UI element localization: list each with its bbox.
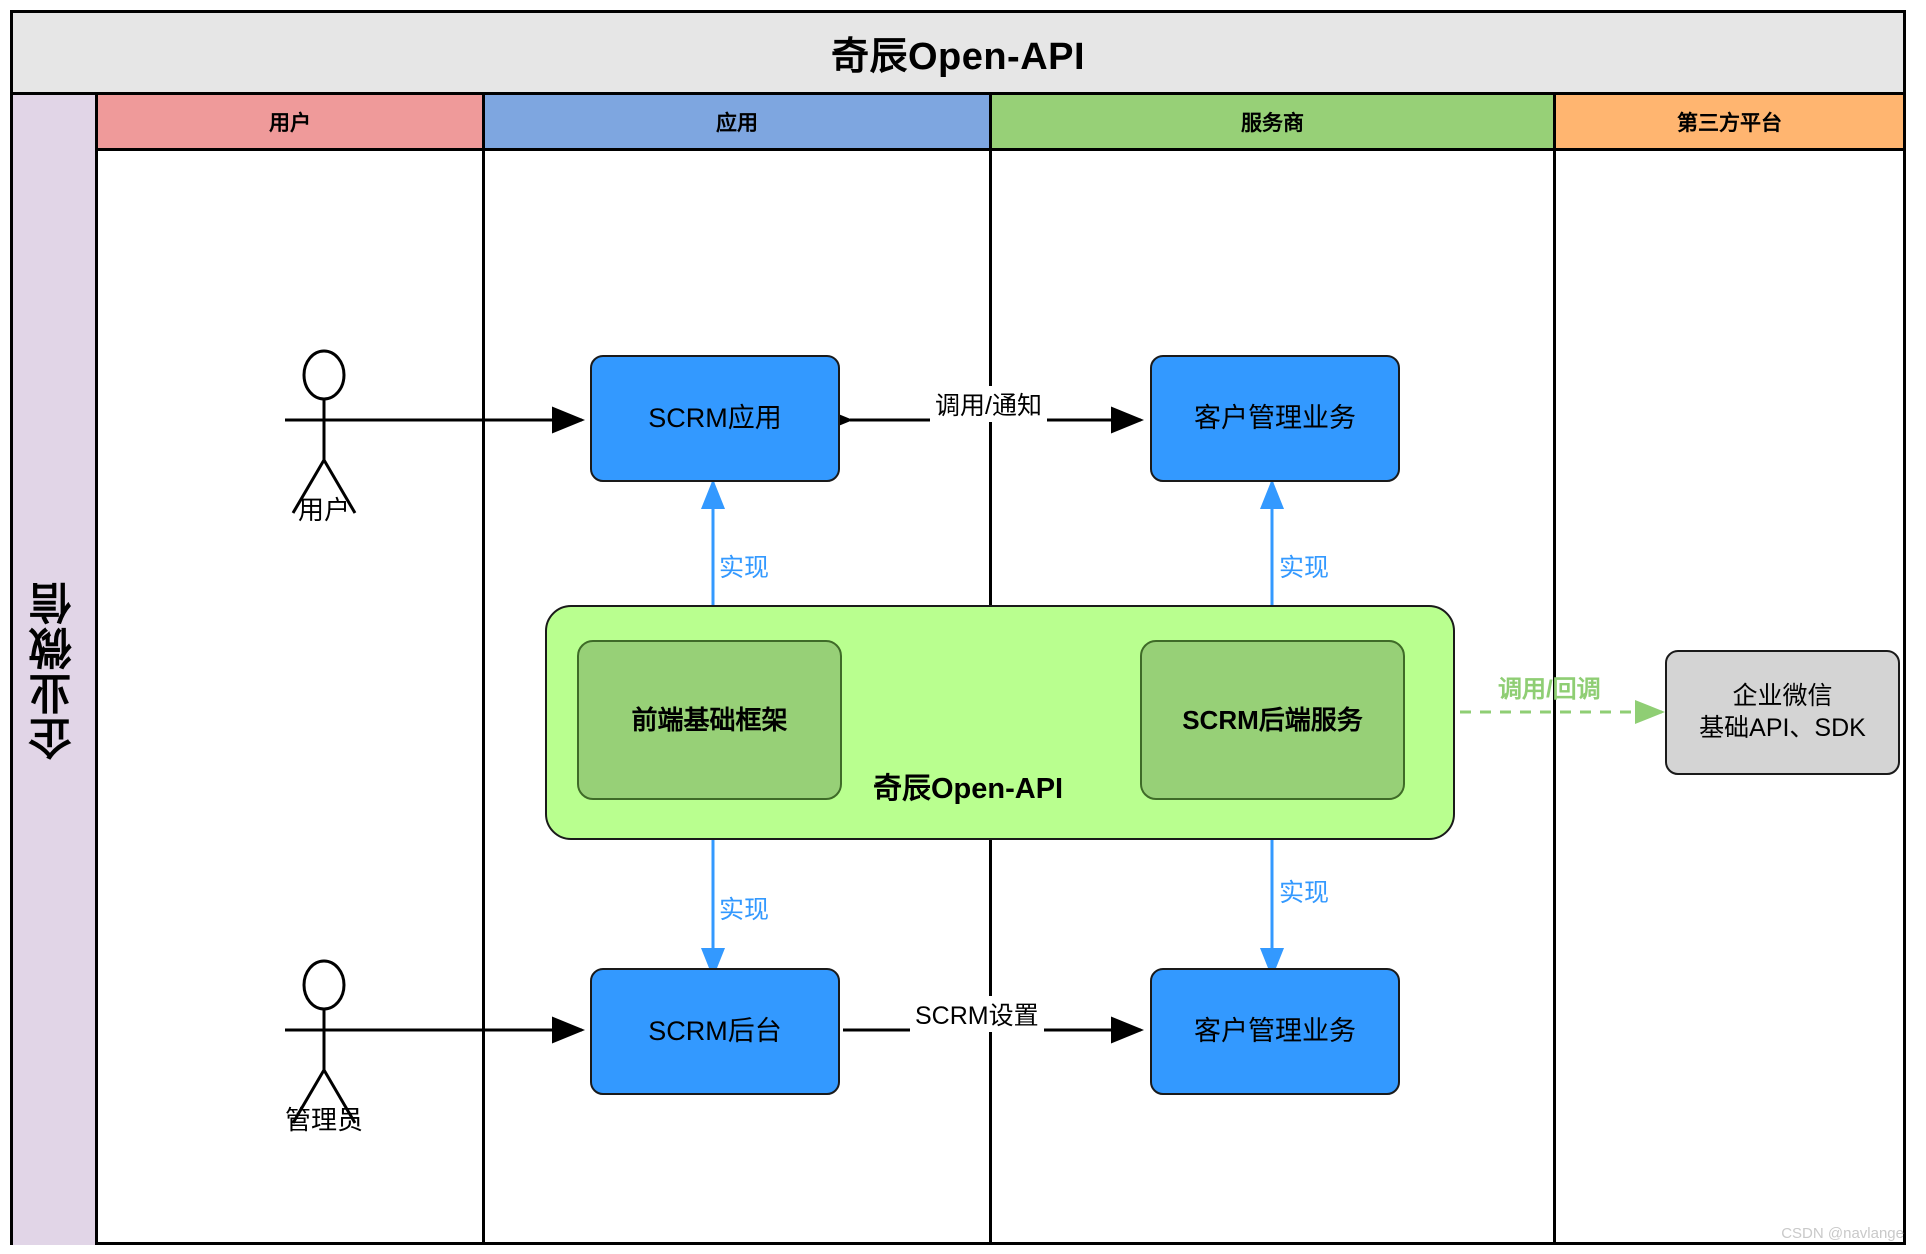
node-label: 客户管理业务 <box>1194 402 1356 433</box>
vertical-lane-label: 企业微信 <box>30 580 78 760</box>
column-header-application: 应用 <box>485 95 992 151</box>
edge-label-text: 实现 <box>1279 879 1330 907</box>
node-label-line2: 基础API、SDK <box>1699 713 1866 742</box>
column-header-third-party: 第三方平台 <box>1556 95 1903 151</box>
node-scrm-admin[interactable]: SCRM后台 <box>590 968 840 1095</box>
edge-label-text: 实现 <box>1279 554 1330 582</box>
actor-label-text: 用户 <box>297 495 350 525</box>
column-header-label: 第三方平台 <box>1677 111 1782 135</box>
node-wecom-api[interactable]: 企业微信 基础API、SDK <box>1665 650 1900 775</box>
node-label: SCRM后台 <box>648 1015 782 1046</box>
admin-actor-label: 管理员 <box>264 1100 384 1137</box>
user-actor-label: 用户 <box>274 490 374 527</box>
actor-label-text: 管理员 <box>284 1105 363 1135</box>
edge-label-impl-4: 实现 <box>1275 873 1334 909</box>
column-header-label: 应用 <box>716 111 758 135</box>
vertical-lane-wecom: 企业微信 <box>13 95 98 1245</box>
node-label: SCRM应用 <box>648 402 782 433</box>
edge-label-text: 调用/通知 <box>935 392 1042 420</box>
diagram-title-band: 奇辰Open-API <box>13 13 1903 95</box>
openapi-container-label: 奇辰Open-API <box>873 765 1063 807</box>
node-scrm-app[interactable]: SCRM应用 <box>590 355 840 482</box>
column-body-service-provider <box>992 151 1556 1245</box>
node-customer-mgmt-bottom[interactable]: 客户管理业务 <box>1150 968 1400 1095</box>
column-header-user: 用户 <box>98 95 485 151</box>
edge-label-impl-3: 实现 <box>715 890 774 926</box>
node-label: 前端基础框架 <box>631 704 788 735</box>
column-header-service-provider: 服务商 <box>992 95 1556 151</box>
page-title: 奇辰Open-API <box>830 36 1086 78</box>
column-body-user <box>98 151 485 1245</box>
watermark: CSDN @navlange <box>1781 1225 1904 1242</box>
container-label-text: 奇辰Open-API <box>873 773 1064 805</box>
edge-label-text: 实现 <box>719 896 770 924</box>
edge-label-impl-2: 实现 <box>1275 548 1334 584</box>
node-customer-mgmt-top[interactable]: 客户管理业务 <box>1150 355 1400 482</box>
column-header-label: 用户 <box>269 111 311 135</box>
node-label: 客户管理业务 <box>1194 1015 1356 1046</box>
edge-label-call-callback: 调用/回调 <box>1498 669 1601 704</box>
column-header-label: 服务商 <box>1241 111 1304 135</box>
node-label-line1: 企业微信 <box>1732 682 1833 711</box>
edge-label-call-notify: 调用/通知 <box>930 386 1047 422</box>
edge-label-text: SCRM设置 <box>915 1002 1039 1030</box>
node-scrm-backend[interactable]: SCRM后端服务 <box>1140 640 1405 800</box>
edge-label-impl-1: 实现 <box>715 548 774 584</box>
node-frontend-framework[interactable]: 前端基础框架 <box>577 640 842 800</box>
edge-label-scrm-setting: SCRM设置 <box>910 996 1044 1032</box>
edge-label-text: 实现 <box>719 554 770 582</box>
node-label: SCRM后端服务 <box>1182 704 1363 735</box>
edge-label-text: 调用/回调 <box>1498 676 1601 703</box>
